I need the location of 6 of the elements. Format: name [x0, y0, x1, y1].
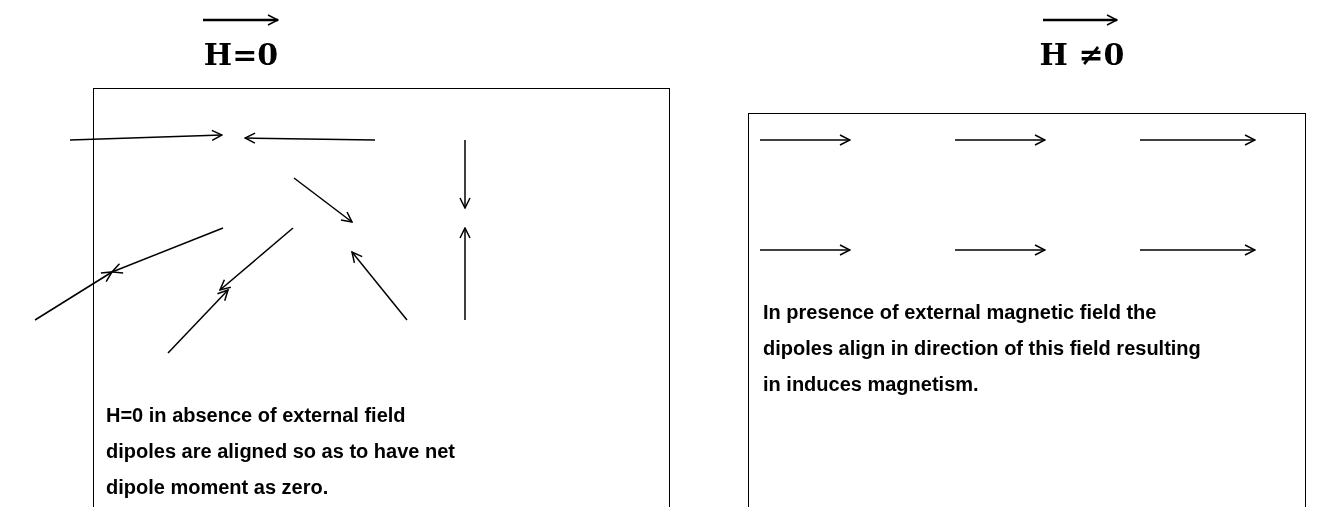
- description-text: H=0 in absence of external field dipoles are aligned so as to have net dipole moment as zero.: [106, 403, 456, 500]
- panel-frame: [748, 113, 1306, 507]
- field-label: H ≠0: [1038, 38, 1126, 72]
- description-text: In presence of external magnetic field the dipoles align in direction of this field resulting in induces magnetism.: [763, 300, 1202, 397]
- field-label: H=0: [202, 38, 280, 72]
- panel-frame: [93, 88, 670, 507]
